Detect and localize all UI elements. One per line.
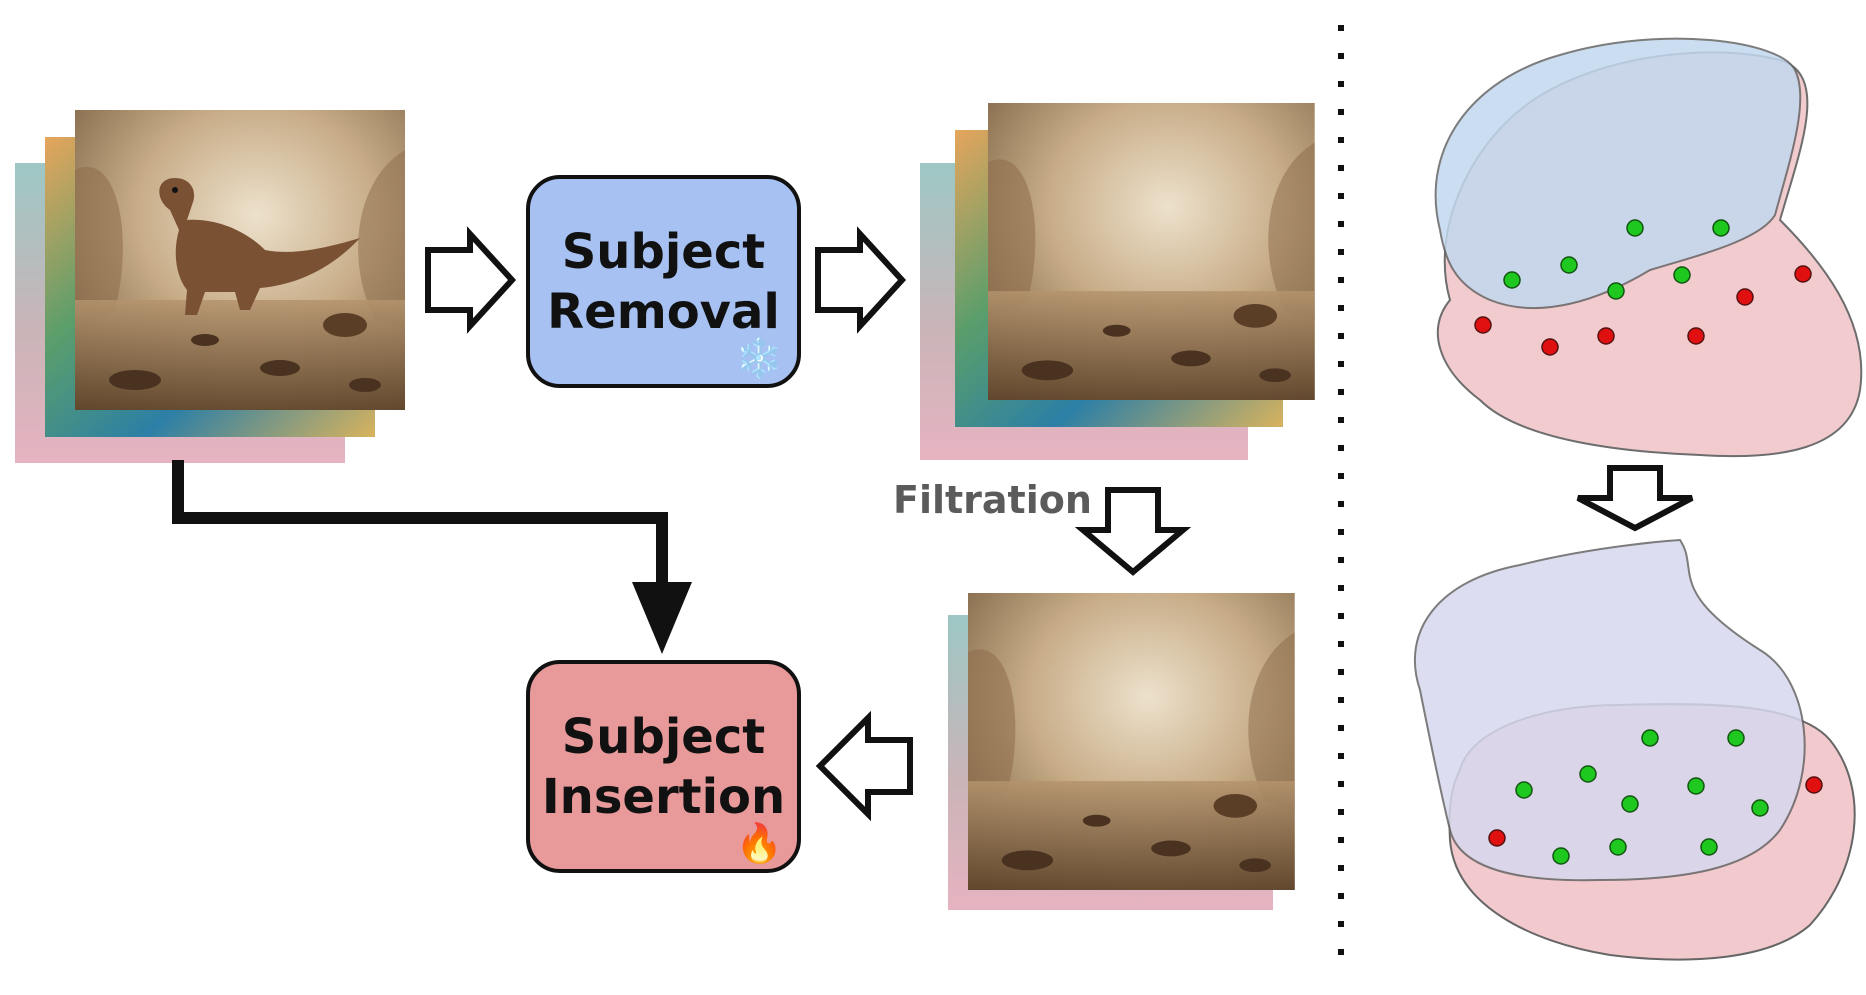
- snowflake-icon: ❄️: [735, 336, 783, 380]
- fire-icon: 🔥: [735, 821, 783, 865]
- connector-arrowhead: [632, 582, 692, 654]
- green-points: [1503, 219, 1730, 300]
- subject-insertion-label: Subject Insertion: [541, 708, 786, 825]
- removed-image-stack: [920, 103, 1315, 460]
- arrow-to-insertion: [815, 710, 913, 822]
- arrow-distribution-shift: [1576, 465, 1694, 532]
- generated-distribution-region: [1414, 538, 1806, 882]
- subject-removal-label: Subject Removal: [547, 223, 780, 340]
- filtration-label: Filtration: [893, 478, 1092, 522]
- green-points: [1515, 729, 1769, 865]
- dinosaur-figure: [159, 178, 360, 315]
- dinosaur-scene-image: [75, 110, 405, 410]
- distribution-after: [1414, 538, 1856, 961]
- input-image-stack: [15, 110, 405, 463]
- filtered-image-stack: [948, 593, 1295, 910]
- arrow-to-removal: [425, 226, 517, 334]
- arrow-to-removed-images: [815, 226, 907, 334]
- subject-insertion-box: Subject Insertion 🔥: [526, 660, 801, 873]
- connector-input-to-insertion: [172, 460, 668, 600]
- arrow-filtration-down: [1074, 487, 1192, 576]
- subject-removal-box: Subject Removal ❄️: [526, 175, 801, 388]
- red-points: [1474, 265, 1812, 356]
- empty-scene-image: [988, 103, 1315, 400]
- filtered-empty-scene-image: [968, 593, 1295, 890]
- distribution-before: [1434, 37, 1863, 458]
- red-points: [1488, 776, 1823, 847]
- generated-distribution-region: [1434, 37, 1802, 310]
